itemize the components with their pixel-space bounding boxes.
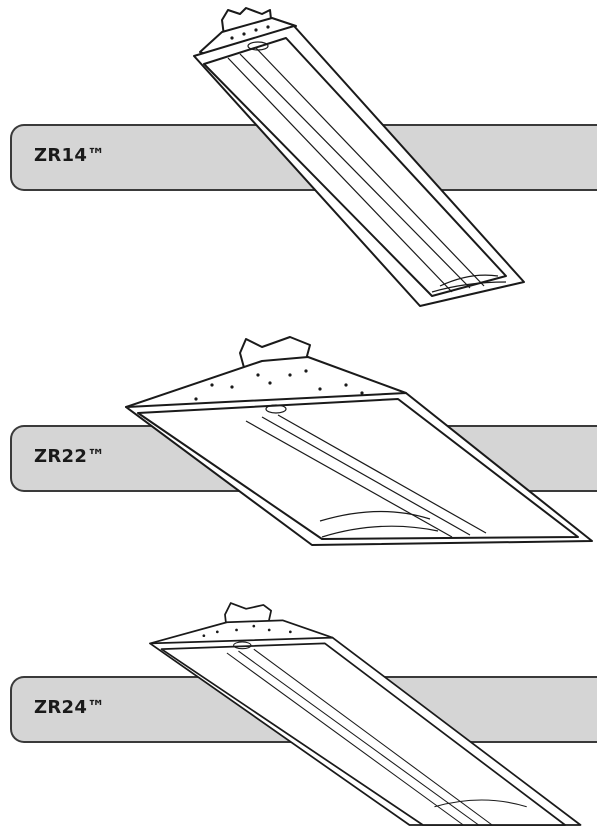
product-panel-zr22: ZR22™	[0, 275, 597, 546]
product-panel-zr14: ZR14™	[0, 0, 597, 307]
product-panel-zr24: ZR24™	[0, 555, 597, 826]
linear-troffer-wide-icon	[149, 602, 582, 826]
product-name: ZR14™	[34, 145, 106, 166]
linear-troffer-narrow-icon	[193, 7, 525, 307]
square-troffer-icon	[125, 336, 593, 546]
product-name: ZR24™	[34, 697, 106, 718]
product-name: ZR22™	[34, 446, 106, 467]
